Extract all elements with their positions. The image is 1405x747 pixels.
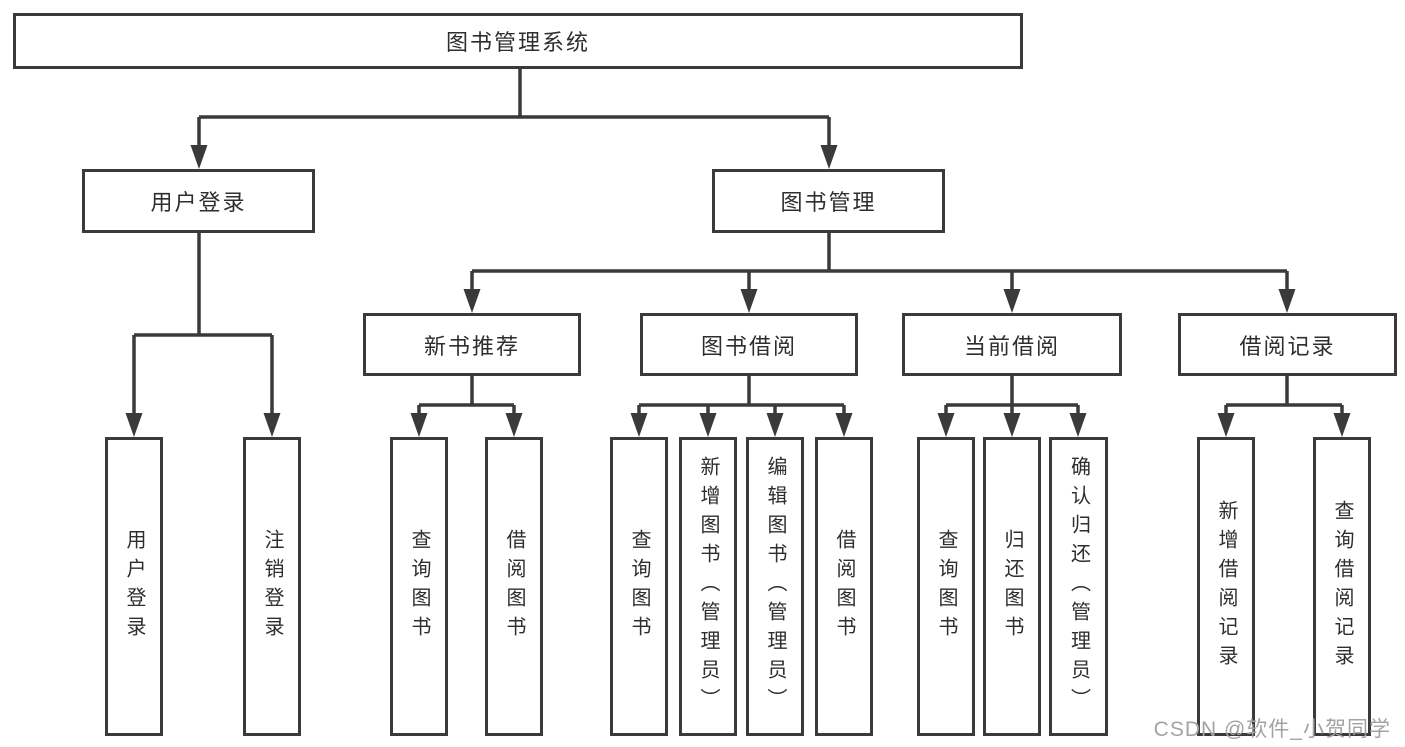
leaf-add-book-admin-label: 新增图书（管理员） [697,456,719,717]
leaf-query-books-borrow-label: 查询图书 [628,528,650,645]
node-user-login-label: 用户登录 [150,190,247,215]
leaf-edit-book-admin-label: 编辑图书（管理员） [764,456,786,717]
arrowheads-user-login-leaves [125,413,281,437]
connector-borrow-records-branch [1224,376,1344,418]
leaf-borrow-books-recommend: 借阅图书 [485,437,543,736]
arrowheads-borrow-records-leaves [1217,413,1351,437]
leaf-borrow-books-recommend-label: 借阅图书 [503,528,525,645]
leaf-add-borrow-record: 新增借阅记录 [1197,437,1255,736]
leaf-logout: 注销登录 [243,437,301,736]
node-new-book-recommend: 新书推荐 [363,313,581,376]
arrowheads-book-borrow-leaves [630,413,853,437]
leaf-query-books-borrow: 查询图书 [610,437,668,736]
node-current-borrow-label: 当前借阅 [963,333,1060,359]
leaf-user-login: 用户登录 [105,437,163,736]
node-book-management-label: 图书管理 [780,190,877,215]
connector-root-to-level2 [197,69,831,150]
arrowheads-level2 [190,145,838,169]
node-book-borrow: 图书借阅 [640,313,858,376]
leaf-return-book: 归还图书 [983,437,1041,736]
leaf-query-books-current: 查询图书 [917,437,975,736]
connector-book-borrow-branch [637,376,846,418]
leaf-query-borrow-record-label: 查询借阅记录 [1331,499,1353,674]
leaf-add-book-admin: 新增图书（管理员） [679,437,737,736]
leaf-add-borrow-record-label: 新增借阅记录 [1215,499,1237,674]
connector-user-login-branch [132,232,274,418]
leaf-borrow-books: 借阅图书 [815,437,873,736]
leaf-query-books-recommend-label: 查询图书 [408,528,430,645]
node-current-borrow: 当前借阅 [902,313,1122,376]
connector-new-book-branch [417,376,516,418]
arrowheads-level3 [463,289,1296,313]
leaf-return-book-label: 归还图书 [1001,528,1023,645]
leaf-confirm-return-admin-label: 确认归还（管理员） [1067,456,1090,717]
connector-current-borrow-branch [944,376,1080,418]
node-borrow-records-label: 借阅记录 [1239,333,1336,359]
node-new-book-recommend-label: 新书推荐 [423,333,520,359]
node-root-label: 图书管理系统 [445,30,590,55]
csdn-watermark: CSDN @软件_小贺同学 [1153,718,1391,741]
leaf-confirm-return-admin: 确认归还（管理员） [1049,437,1108,736]
node-book-borrow-label: 图书借阅 [700,333,797,359]
node-book-management: 图书管理 [712,169,945,233]
leaf-user-login-label: 用户登录 [123,528,145,645]
leaf-query-borrow-record: 查询借阅记录 [1313,437,1371,736]
connector-book-management-branch [470,232,1289,294]
node-borrow-records: 借阅记录 [1178,313,1397,376]
leaf-query-books-current-label: 查询图书 [935,528,957,645]
leaf-edit-book-admin: 编辑图书（管理员） [746,437,804,736]
arrowheads-new-book-leaves [410,413,523,437]
arrowheads-current-borrow-leaves [937,413,1087,437]
leaf-query-books-recommend: 查询图书 [390,437,448,736]
node-user-login: 用户登录 [82,169,315,233]
leaf-borrow-books-label: 借阅图书 [833,528,855,645]
node-root: 图书管理系统 [13,13,1023,69]
leaf-logout-label: 注销登录 [261,528,283,645]
